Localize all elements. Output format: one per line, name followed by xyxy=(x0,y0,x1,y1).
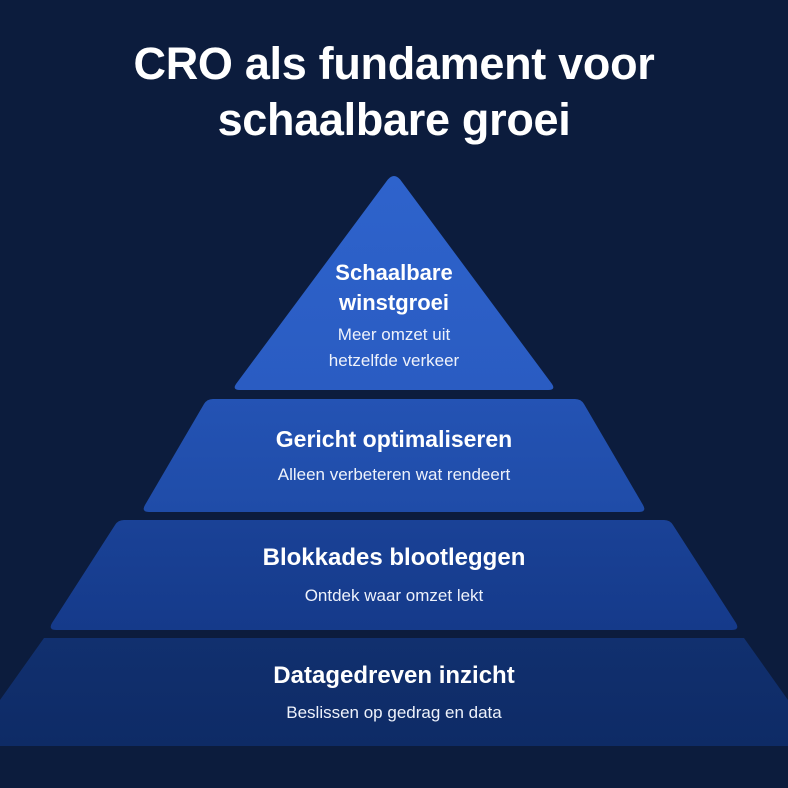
pyramid-layer-1 xyxy=(234,176,554,390)
layer-1-title-line-1: Schaalbare xyxy=(335,260,453,285)
pyramid-layer-3 xyxy=(50,520,738,630)
layer-1-subtitle-line-2: hetzelfde verkeer xyxy=(328,351,460,370)
layer-3-title: Blokkades blootleggen xyxy=(262,544,526,571)
title-line-1: CRO als fundament voor xyxy=(133,38,655,89)
layer-1-title-line-2: winstgroei xyxy=(338,290,449,315)
pyramid-layer-4-text: Datagedreven inzicht Beslissen op gedrag… xyxy=(0,661,788,726)
layer-2-subtitle: Alleen verbeteren wat rendeert xyxy=(277,465,511,484)
title-line-2: schaalbare groei xyxy=(217,94,571,145)
page-title: CRO als fundament voor schaalbare groei xyxy=(0,36,788,148)
pyramid-layer-2-text: Gericht optimaliseren Alleen verbeteren … xyxy=(0,424,788,488)
pyramid-layer-1-text: Schaalbare winstgroei Meer omzet uit het… xyxy=(0,258,788,374)
layer-4-subtitle: Beslissen op gedrag en data xyxy=(286,703,502,722)
pyramid-layer-3-text: Blokkades blootleggen Ontdek waar omzet … xyxy=(0,543,788,609)
layer-3-subtitle: Ontdek waar omzet lekt xyxy=(304,586,484,605)
pyramid-layer-2 xyxy=(143,399,645,512)
pyramid-layer-4 xyxy=(0,638,788,746)
layer-4-title: Datagedreven inzicht xyxy=(273,662,515,689)
layer-1-subtitle-line-1: Meer omzet uit xyxy=(337,325,451,344)
layer-2-title: Gericht optimaliseren xyxy=(275,426,513,452)
